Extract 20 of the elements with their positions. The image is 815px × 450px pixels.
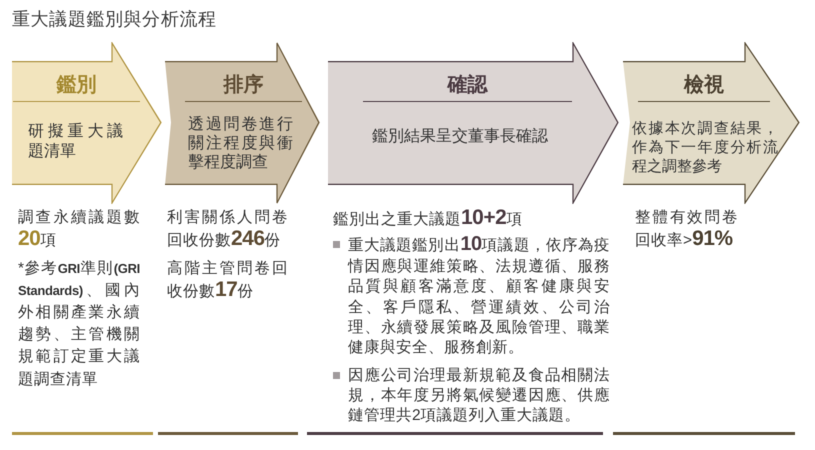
result-text: 利害關係人問卷回收份數246份 bbox=[167, 208, 288, 251]
chevron-step bbox=[165, 42, 320, 204]
step-title: 檢視 bbox=[684, 72, 724, 96]
step-title: 確認 bbox=[448, 72, 488, 96]
result-text: 整體有效問卷回收率>91% bbox=[635, 208, 738, 251]
result-text: 高階主管問卷回收份數17份 bbox=[167, 258, 288, 302]
result-text: 鑑別出之重大議題10+2項 bbox=[333, 207, 524, 230]
bullet-text: 因應公司治理最新規範及食品相關法規，本年度另將氣候變遷因應、供應鏈管理共2項議題列入重大議題。 bbox=[348, 366, 610, 426]
chevron-step bbox=[328, 42, 619, 204]
step-description: 透過問卷進行關注程度與衝擊程度調查 bbox=[188, 114, 293, 172]
chevron-step bbox=[623, 42, 800, 204]
step-description: 研擬重大議題清單 bbox=[28, 122, 123, 162]
chevron-step bbox=[12, 42, 162, 204]
step-description: 鑑別結果呈交董事長確認 bbox=[372, 127, 549, 147]
diagram-title: 重大議題鑑別與分析流程 bbox=[12, 8, 217, 30]
step-description: 依據本次調查結果，作為下一年度分析流程之調整參考 bbox=[632, 119, 778, 176]
result-text: 調查永續議題數20項 bbox=[18, 208, 140, 251]
footnote-text: *參考GRI準則(GRI Standards)、國內外相關產業永續趨勢、主管機關規範訂定重大議題調查清單 bbox=[18, 258, 140, 390]
step-title: 鑑別 bbox=[56, 72, 96, 96]
step-title: 排序 bbox=[224, 72, 264, 96]
